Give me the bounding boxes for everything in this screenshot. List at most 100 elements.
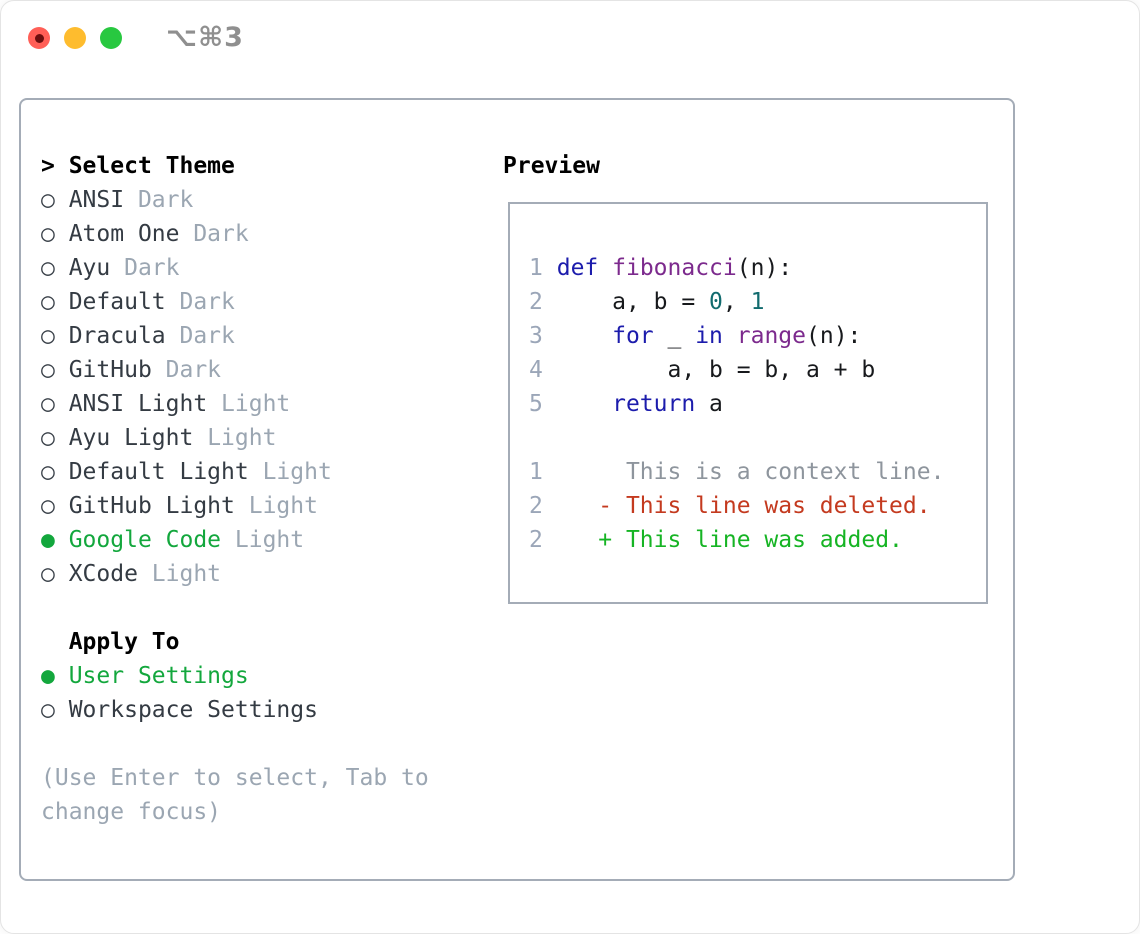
diff-line-added: 2 + This line was added.: [529, 523, 986, 557]
theme-option-atom-one[interactable]: ○ Atom One Dark: [41, 217, 429, 251]
theme-option-dracula[interactable]: ○ Dracula Dark: [41, 319, 429, 353]
radio-unselected-icon: ○: [41, 221, 69, 247]
code-token: return: [612, 391, 696, 417]
code-token: for: [612, 323, 654, 349]
window-title: ⌥⌘3: [166, 22, 244, 53]
theme-option-xcode[interactable]: ○ XCode Light: [41, 557, 429, 591]
theme-name: Ayu Light: [68, 425, 208, 451]
radio-unselected-icon: ○: [41, 391, 69, 417]
line-number: 5: [529, 391, 543, 417]
diff-text: - This line was deleted.: [542, 493, 931, 519]
code-token: 0: [709, 289, 723, 315]
code-token: (n):: [806, 323, 862, 349]
apply-to-options-list: ● User Settings○ Workspace Settings: [41, 659, 429, 727]
zoom-button[interactable]: [100, 27, 122, 49]
code-line: 1 def fibonacci(n):: [529, 251, 986, 285]
diff-line-context: 1 This is a context line.: [529, 455, 986, 489]
code-token: [598, 255, 612, 281]
theme-option-github-light[interactable]: ○ GitHub Light Light: [41, 489, 429, 523]
code-token: in: [695, 323, 723, 349]
radio-unselected-icon: ○: [41, 187, 69, 213]
apply-option-workspace-settings[interactable]: ○ Workspace Settings: [41, 693, 429, 727]
apply-option-name: User Settings: [68, 663, 249, 689]
radio-unselected-icon: ○: [41, 289, 69, 315]
diff-text: + This line was added.: [542, 527, 903, 553]
radio-unselected-icon: ○: [41, 425, 69, 451]
theme-option-ansi-light[interactable]: ○ ANSI Light Light: [41, 387, 429, 421]
theme-option-default[interactable]: ○ Default Dark: [41, 285, 429, 319]
theme-picker-panel: > Select Theme ○ ANSI Dark○ Atom One Dar…: [19, 98, 1015, 881]
caret-icon: >: [41, 153, 69, 179]
apply-option-user-settings[interactable]: ● User Settings: [41, 659, 429, 693]
theme-options-list: ○ ANSI Dark○ Atom One Dark○ Ayu Dark○ De…: [41, 183, 429, 591]
code-token: [543, 255, 557, 281]
code-token: def: [556, 255, 599, 281]
minimize-button[interactable]: [64, 27, 86, 49]
theme-name: Default Light: [68, 459, 263, 485]
titlebar: [28, 27, 122, 49]
code-line: 3 for _ in range(n):: [529, 319, 986, 353]
code-token: [543, 391, 612, 417]
radio-unselected-icon: ○: [41, 357, 69, 383]
code-token: (n):: [736, 255, 793, 281]
theme-option-google-code[interactable]: ● Google Code Light: [41, 523, 429, 557]
theme-variant: Light: [234, 527, 305, 553]
theme-variant: Light: [248, 493, 318, 519]
close-dot-icon: [34, 33, 44, 43]
theme-option-default-light[interactable]: ○ Default Light Light: [41, 455, 429, 489]
theme-variant: Light: [221, 391, 291, 417]
theme-name: Atom One: [68, 221, 194, 247]
line-number: 3: [529, 323, 543, 349]
theme-variant: Light: [207, 425, 277, 451]
theme-name: GitHub: [68, 357, 166, 383]
theme-name: Dracula: [68, 323, 180, 349]
preview-heading: Preview: [503, 153, 600, 179]
code-token: a, b = b, a + b: [542, 357, 876, 383]
select-theme-heading: > Select Theme: [41, 149, 429, 183]
theme-name: Default: [68, 289, 180, 315]
radio-selected-icon: ●: [41, 663, 69, 689]
theme-name: XCode: [68, 561, 152, 587]
radio-unselected-icon: ○: [41, 255, 69, 281]
theme-option-github[interactable]: ○ GitHub Dark: [41, 353, 429, 387]
line-number: 2: [529, 289, 543, 315]
radio-unselected-icon: ○: [41, 697, 69, 723]
diff-text: This is a context line.: [542, 459, 945, 485]
code-line: 4 a, b = b, a + b: [529, 353, 986, 387]
theme-name: ANSI Light: [68, 391, 222, 417]
select-theme-heading-label: Select Theme: [68, 153, 235, 179]
line-number: 2: [529, 493, 543, 519]
code-token: 1: [750, 289, 765, 315]
line-number: 4: [529, 357, 543, 383]
apply-option-name: Workspace Settings: [68, 697, 318, 723]
code-token: range: [736, 323, 807, 349]
theme-variant: Dark: [124, 255, 180, 281]
code-token: a: [695, 391, 723, 417]
close-button[interactable]: [28, 27, 50, 49]
line-number: 1: [529, 255, 543, 281]
theme-variant: Dark: [179, 289, 235, 315]
radio-unselected-icon: ○: [41, 561, 69, 587]
theme-variant: Dark: [137, 187, 194, 213]
code-token: [543, 323, 612, 349]
theme-option-ansi[interactable]: ○ ANSI Dark: [41, 183, 429, 217]
theme-variant: Light: [262, 459, 332, 485]
theme-variant: Dark: [179, 323, 235, 349]
theme-variant: Dark: [165, 357, 222, 383]
code-token: a, b =: [542, 289, 710, 315]
diff-preview-lines: 1 This is a context line. 2 - This line w…: [529, 455, 986, 557]
keyboard-hint-line-1: (Use Enter to select, Tab to: [41, 765, 429, 791]
theme-option-ayu-light[interactable]: ○ Ayu Light Light: [41, 421, 429, 455]
code-token: ,: [722, 289, 751, 315]
code-token: fibonacci: [612, 255, 737, 281]
code-token: [723, 323, 737, 349]
theme-option-ayu[interactable]: ○ Ayu Dark: [41, 251, 429, 285]
theme-name: GitHub Light: [68, 493, 249, 519]
code-line: 5 return a: [529, 387, 986, 421]
theme-name: Google Code: [68, 527, 235, 553]
theme-name: Ayu: [68, 255, 125, 281]
keyboard-hint-line-2: change focus): [41, 799, 222, 825]
